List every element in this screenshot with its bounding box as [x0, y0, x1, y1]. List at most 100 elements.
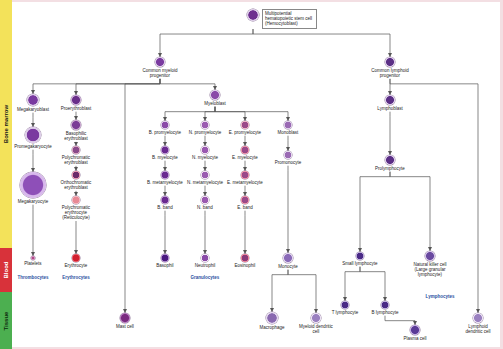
lineage-connector [390, 79, 478, 313]
lineage-connector [288, 136, 289, 151]
cell-body [385, 95, 395, 105]
cell-label: Platelets [13, 261, 53, 266]
cell-node: Common myeloid progenitor [138, 57, 182, 78]
cell-node: N. metamyelocyte [187, 171, 223, 185]
lineage-connector [76, 79, 160, 95]
cell-body [161, 254, 169, 262]
zone-label: Tissue [3, 311, 10, 330]
lineage-connector [245, 161, 246, 171]
group-label: Erythrocytes [46, 275, 106, 280]
lineage-connector [165, 107, 215, 121]
cell-body [72, 146, 80, 154]
zone-band: Tissue [0, 292, 12, 349]
cell-node: Common lymphoid progenitor [368, 57, 412, 78]
lineage-connector [76, 112, 77, 120]
lineage-connector [165, 161, 166, 171]
cell-node: B lymphocyte [367, 301, 403, 315]
cell-node: B. band [147, 196, 183, 210]
cell-label: Monoblast [270, 130, 306, 135]
cell-body [201, 171, 209, 179]
cell-label: Eosinophil [227, 263, 263, 268]
cell-node: N. band [187, 196, 223, 210]
cell-label: N. band [187, 205, 223, 210]
cell-body [425, 251, 435, 261]
cell-label: Promegakaryocyte [13, 144, 53, 149]
lineage-connector [160, 29, 253, 56]
lineage-connector [205, 211, 206, 254]
cell-node: Myeloid dendritic cell [297, 313, 335, 334]
cell-node: Polychromatic erythroblast [56, 146, 96, 165]
cell-node: E. myelocyte [227, 146, 263, 160]
lineage-connector [76, 191, 77, 196]
cell-body [341, 301, 349, 309]
cell-body [161, 146, 169, 154]
lineage-connector [205, 161, 206, 171]
cell-label: T lymphocyte [327, 310, 363, 315]
cell-label: Multipotential hematopoietic stem cell (… [262, 9, 317, 29]
cell-label: E. promyelocyte [227, 130, 263, 135]
lineage-connector [205, 136, 206, 146]
cell-body [71, 95, 81, 105]
lineage-connector [253, 29, 390, 56]
lineage-connector [165, 186, 166, 196]
cell-node: Basophil [147, 254, 183, 268]
cell-body [311, 313, 321, 323]
lineage-connector [205, 186, 206, 196]
cell-label: Natural killer cell (Large granular lymp… [410, 262, 450, 278]
cell-label: E. myelocyte [227, 155, 263, 160]
cell-body [241, 171, 249, 179]
cell-node: Monoblast [270, 121, 306, 135]
cell-body [201, 254, 209, 262]
cell-label: Lymphoblast [372, 106, 408, 111]
cell-label: Megakaryoblast [13, 107, 53, 112]
cell-body [20, 172, 46, 198]
zone-label: Blood [3, 262, 10, 279]
cell-label: Myeloblast [197, 101, 233, 106]
lineage-connector [245, 186, 246, 196]
cell-label: Lymphoid dendritic cell [460, 324, 496, 334]
lineage-connector [205, 107, 215, 121]
cell-body [241, 254, 249, 262]
cell-body [473, 313, 483, 323]
cell-node: Myeloblast [197, 90, 233, 106]
cell-node: Neutrophil [187, 254, 223, 268]
cell-body [161, 196, 169, 204]
cell-node: Megakaryoblast [13, 94, 53, 112]
group-label: Granulocytes [175, 275, 235, 280]
cell-body [410, 325, 420, 335]
lineage-connector [165, 136, 166, 146]
cell-node: Small lymphocyte [342, 252, 378, 266]
lineage-connector [390, 112, 391, 155]
cell-body [201, 121, 209, 129]
cell-node: Polychromatic erythrocyte (Reticulocyte) [56, 196, 96, 221]
lineage-connector [76, 166, 77, 171]
cell-body [266, 312, 278, 324]
cell-label: N. metamyelocyte [187, 180, 223, 185]
cell-body [241, 146, 249, 154]
cell-label: B. promyelocyte [147, 130, 183, 135]
cell-body [284, 121, 292, 129]
cell-body [72, 196, 80, 204]
cell-body [161, 171, 169, 179]
cell-body [201, 146, 209, 154]
cell-node: T lymphocyte [327, 301, 363, 315]
cell-label: Mast cell [107, 324, 143, 329]
lineage-connector [288, 166, 289, 253]
cell-label: Monocyte [270, 264, 306, 269]
cell-label: Basophil [147, 263, 183, 268]
cell-label: Basophilic erythroblast [56, 131, 96, 141]
lineage-connector [76, 142, 77, 146]
lineage-connector [215, 107, 245, 121]
lineage-connector [160, 79, 215, 90]
cell-node: B. metamyelocyte [147, 171, 183, 185]
cell-body [72, 171, 80, 179]
cell-label: Megakaryocyte [13, 199, 53, 204]
lineage-connector [125, 79, 160, 313]
cell-label: Promonocyte [270, 160, 306, 165]
cell-node: Basophilic erythroblast [56, 120, 96, 141]
cell-node: Erythrocyte [56, 254, 96, 268]
cell-label: Proerythroblast [56, 106, 96, 111]
cell-node: Megakaryocyte [13, 172, 53, 204]
cell-label: Plasma cell [397, 336, 433, 341]
